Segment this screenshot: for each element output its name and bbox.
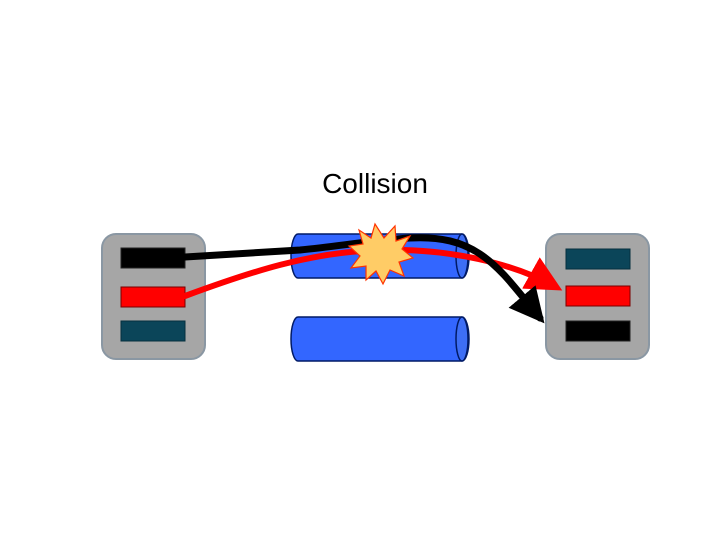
left-slot-red [120,286,186,308]
lower-channel [290,316,470,362]
left-slot-teal [120,320,186,342]
diagram-title: Collision [322,168,428,199]
collision-burst-icon [347,222,415,286]
right-slot-black [565,320,631,342]
black-arrow [181,234,545,324]
left-slot-black [120,247,186,269]
right-node [545,233,650,360]
right-slot-teal [565,248,631,270]
right-slot-red [565,285,631,307]
left-node [101,233,206,360]
